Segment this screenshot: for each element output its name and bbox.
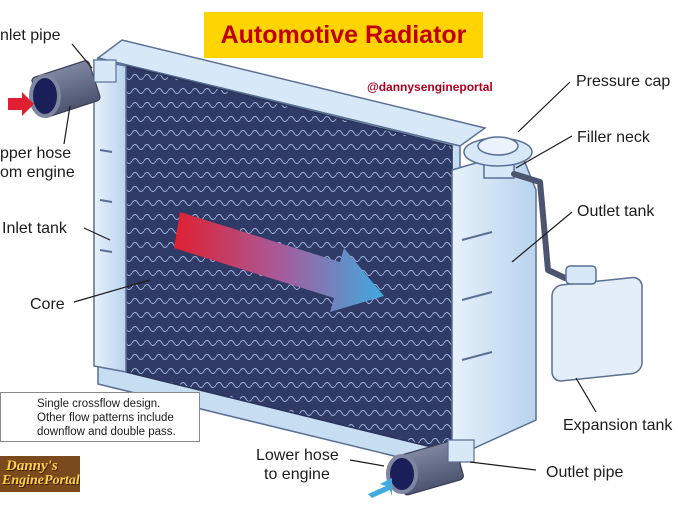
legend-line-2: Other flow patterns include	[37, 412, 174, 424]
inlet-tank	[93, 59, 127, 373]
label-filler-neck: Filler neck	[577, 129, 650, 146]
legend-text: Single crossflow design. Other flow patt…	[37, 397, 176, 439]
label-lower-hose-line1: Lower hose	[256, 447, 339, 464]
watermark-handle: @dannysengineportal	[367, 80, 493, 94]
label-lower-hose-line2: to engine	[264, 466, 330, 483]
label-outlet-tank: Outlet tank	[577, 203, 655, 220]
label-inlet-pipe: nlet pipe	[0, 27, 61, 44]
crossflow-arrow	[174, 212, 384, 312]
inlet-pipe	[93, 59, 117, 83]
title-banner: Automotive Radiator	[204, 12, 483, 58]
leader-lines	[63, 43, 597, 471]
label-upper-hose-line1: pper hose	[0, 145, 72, 162]
legend-line-1: Single crossflow design.	[37, 398, 161, 410]
logo-line-1: Danny's	[6, 458, 58, 474]
label-upper-hose-line2: om engine	[0, 164, 75, 181]
label-core: Core	[30, 296, 65, 313]
outlet-tank	[451, 149, 537, 451]
outlet-pipe	[447, 439, 475, 463]
overflow-tube	[511, 171, 568, 281]
label-expansion-tank: Expansion tank	[563, 417, 673, 434]
legend-box: Single crossflow design. Other flow patt…	[0, 392, 200, 442]
outflow-arrow	[368, 478, 392, 498]
upper-hose	[29, 60, 101, 118]
pressure-cap	[463, 136, 533, 167]
page-title: Automotive Radiator	[220, 20, 467, 49]
logo: Danny's EnginePortal	[0, 456, 80, 492]
lower-hose	[386, 440, 464, 496]
label-inlet-tank: Inlet tank	[2, 220, 67, 237]
label-pressure-cap: Pressure cap	[576, 73, 671, 90]
expansion-tank	[551, 265, 643, 382]
logo-line-2: EnginePortal	[2, 473, 80, 488]
label-outlet-pipe: Outlet pipe	[546, 464, 624, 481]
legend-line-3: downflow and double pass.	[37, 426, 176, 438]
inflow-arrow	[8, 92, 34, 116]
